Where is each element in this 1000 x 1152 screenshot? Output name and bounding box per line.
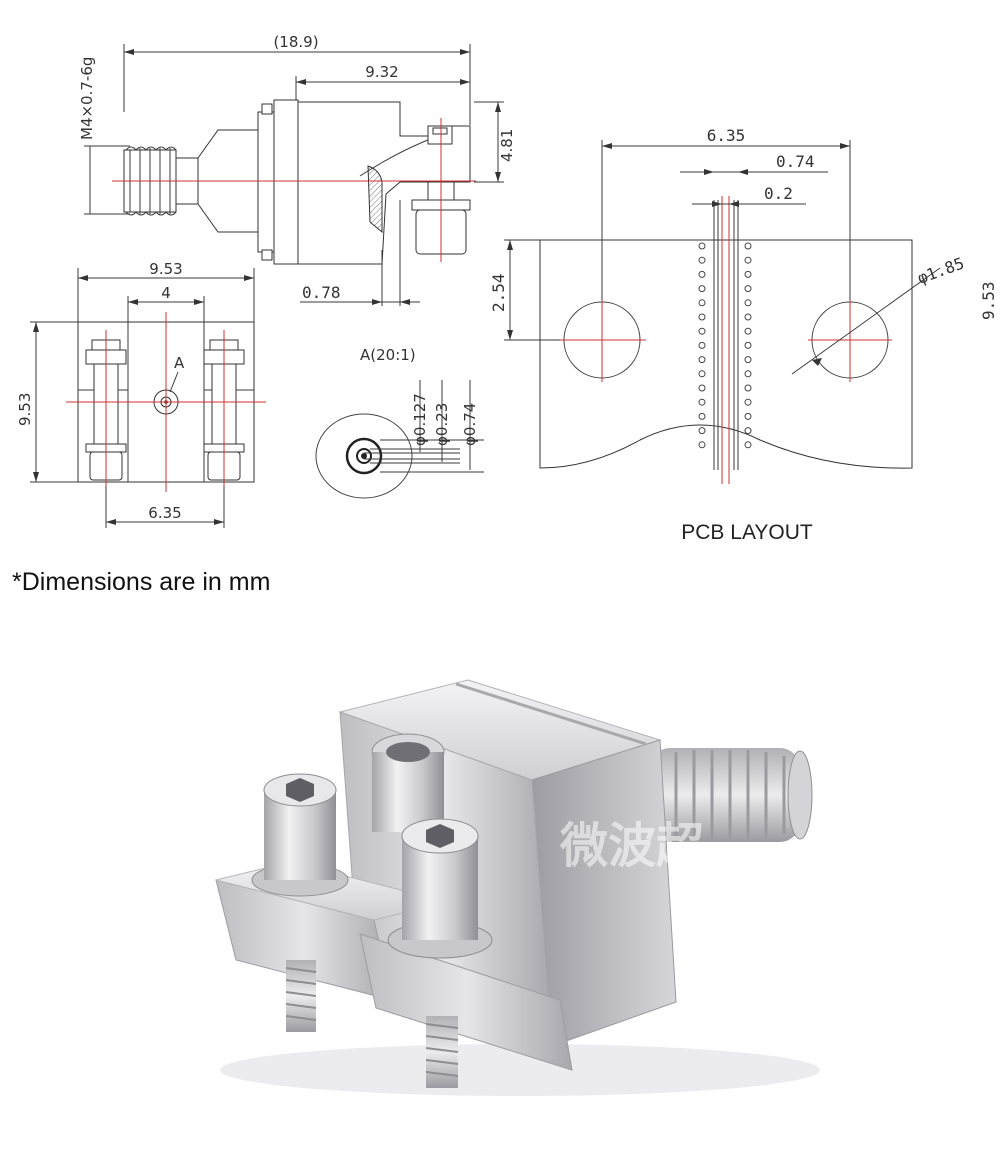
via-hole — [698, 370, 706, 378]
left-screw — [251, 773, 349, 1032]
via-hole — [698, 270, 706, 278]
front-view: 9.53 4 9.53 — [16, 260, 266, 528]
front-height-label: 9.53 — [16, 393, 34, 426]
via-hole — [698, 327, 706, 335]
product-photo: 微波超 — [215, 679, 820, 1096]
via-hole — [698, 384, 706, 392]
pcb-layout: φ1.85 6.35 0.74 0.2 2.54 — [489, 126, 998, 544]
via-hole — [744, 427, 752, 435]
pin-offset-label: 0.78 — [302, 283, 341, 302]
via-hole — [744, 270, 752, 278]
center-width-label: 4 — [161, 284, 171, 302]
detail-title: A(20:1) — [360, 346, 416, 364]
detail-marker: A — [174, 354, 185, 372]
via-hole — [698, 398, 706, 406]
overall-length-label: (18.9) — [273, 33, 318, 51]
via-hole — [744, 412, 752, 420]
pcb-gap-outer-label: 0.74 — [776, 152, 815, 171]
via-hole — [744, 356, 752, 364]
side-view: (18.9) 9.32 M4×0.7-6g — [78, 33, 516, 306]
detail-view: A(20:1) φ0.127 φ0.23 φ0.74 — [315, 346, 484, 499]
photo-watermark: 微波超 — [559, 818, 705, 874]
front-width-label: 9.53 — [149, 260, 182, 278]
pcb-gap-inner-label: 0.2 — [764, 184, 793, 203]
hole-diameter-label: φ1.85 — [915, 253, 967, 287]
body-length-label: 9.32 — [365, 63, 398, 81]
screw-spacing-label: 6.35 — [148, 504, 181, 522]
via-hole — [698, 341, 706, 349]
via-hole — [744, 441, 752, 449]
pcb-height-label: 9.53 — [979, 281, 998, 320]
via-hole — [698, 299, 706, 307]
via-column-right — [744, 242, 752, 449]
via-hole — [744, 341, 752, 349]
height-label: 4.81 — [498, 129, 516, 162]
via-hole — [744, 299, 752, 307]
detail-d3: φ0.74 — [461, 403, 479, 446]
pcb-hole-spacing-label: 6.35 — [707, 126, 746, 145]
detail-d1: φ0.127 — [411, 393, 429, 446]
rear-connector — [650, 748, 813, 842]
via-hole — [698, 285, 706, 293]
via-hole — [698, 412, 706, 420]
via-hole — [744, 313, 752, 321]
via-hole — [744, 256, 752, 264]
units-note: *Dimensions are in mm — [12, 568, 270, 596]
via-hole — [744, 384, 752, 392]
via-hole — [698, 356, 706, 364]
via-hole — [698, 441, 706, 449]
via-hole — [744, 370, 752, 378]
pcb-edge-label: 2.54 — [489, 273, 508, 312]
via-hole — [744, 398, 752, 406]
pcb-caption: PCB LAYOUT — [681, 521, 813, 544]
via-hole — [698, 427, 706, 435]
via-hole — [744, 242, 752, 250]
via-hole — [698, 256, 706, 264]
front-screw — [387, 818, 493, 1088]
detail-d2: φ0.23 — [433, 403, 451, 446]
thread-label: M4×0.7-6g — [78, 57, 96, 140]
via-hole — [698, 242, 706, 250]
via-hole — [698, 313, 706, 321]
via-hole — [744, 285, 752, 293]
via-hole — [744, 327, 752, 335]
via-column-left — [698, 242, 706, 449]
